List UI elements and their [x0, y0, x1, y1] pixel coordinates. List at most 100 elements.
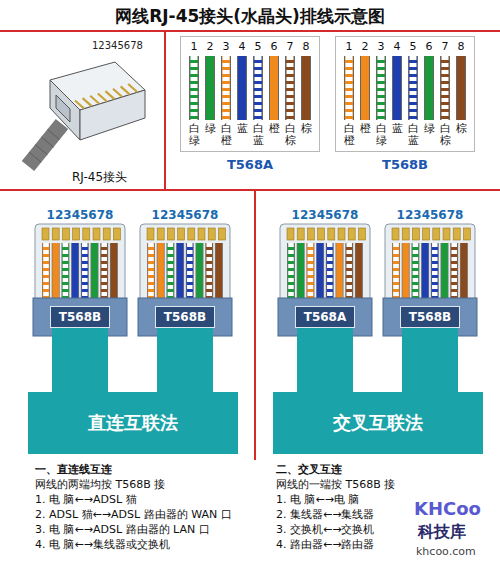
wire-stripe — [308, 243, 314, 300]
wire-color-name: 白橙 — [221, 123, 232, 147]
wire — [356, 243, 363, 300]
wire — [432, 243, 439, 300]
gold-pin — [103, 228, 110, 240]
note-line: 3. 交换机←→交换机 — [276, 523, 374, 536]
wire — [297, 243, 304, 300]
wire-edge — [326, 243, 334, 300]
wire — [346, 243, 353, 300]
standard-name: T568B — [382, 157, 428, 173]
connector-tag: T568B — [400, 306, 460, 328]
pin-number: 3 — [378, 40, 385, 53]
gold-pin — [443, 228, 450, 240]
wire-stripe — [393, 243, 399, 300]
wire-stripe — [378, 56, 385, 120]
wire-color-name: 绿 — [424, 123, 435, 135]
gold-pin — [113, 228, 120, 240]
gold-pin — [433, 228, 440, 240]
wire-color-name: 白绿 — [376, 123, 387, 147]
wire-stripe — [410, 56, 417, 120]
note-line: 4. 路由器←→路由器 — [276, 538, 374, 551]
note-line: 网线的两端均按 T568B 接 — [35, 478, 165, 491]
wire-edge — [253, 56, 263, 120]
divider-line — [0, 30, 500, 32]
wire-edge — [147, 243, 155, 300]
plug-latch — [56, 95, 70, 122]
wire — [361, 56, 369, 120]
part-name: RJ-45接头 — [72, 170, 127, 184]
gold-pin — [167, 228, 174, 240]
wire — [409, 56, 417, 120]
wire-edge — [221, 56, 231, 120]
pin-numbers: 12345678 — [92, 40, 143, 52]
plug-contact — [98, 93, 107, 101]
gold-pin — [348, 228, 355, 240]
wire-edge — [301, 56, 311, 120]
wire — [317, 243, 324, 300]
wire-color-name: 棕 — [301, 123, 312, 135]
plug-body — [35, 224, 125, 304]
cable-link — [157, 328, 213, 392]
section-heading: 一、直连线互连 — [35, 463, 112, 476]
pin-number: 7 — [442, 40, 449, 53]
gold-pin — [157, 228, 164, 240]
pin-number: 6 — [426, 40, 433, 53]
wire-edge — [421, 243, 429, 300]
wire-color-name: 棕 — [456, 123, 467, 135]
gold-pin — [147, 228, 154, 240]
divider-line — [0, 189, 500, 191]
note-line: 3. 电 脑←→ADSL 路由器的 LAN 口 — [35, 523, 210, 536]
wire-stripe — [82, 243, 88, 300]
wire-stripe — [451, 243, 457, 300]
connector-tag: T568A — [295, 306, 355, 328]
wire-edge — [110, 243, 118, 300]
wire-stripe — [432, 243, 438, 300]
wire-edge — [287, 243, 295, 300]
gold-pin — [218, 228, 225, 240]
wire-color-name: 蓝 — [392, 123, 403, 135]
wire-edge — [440, 56, 450, 120]
wire-edge — [285, 56, 295, 120]
wire-edge — [176, 243, 184, 300]
wire — [157, 243, 164, 300]
cable-rib — [41, 137, 53, 147]
wire-edge — [166, 243, 174, 300]
wire — [422, 243, 429, 300]
cable-link — [402, 328, 458, 392]
wire-stripe — [101, 243, 107, 300]
wire-edge — [196, 243, 204, 300]
gold-pin — [73, 228, 80, 240]
standard-name: T568B — [409, 310, 451, 324]
plug-contact — [75, 101, 84, 109]
connector-tag: T568B — [155, 306, 215, 328]
wire-edge — [316, 243, 324, 300]
wire-color-name: 白橙 — [344, 123, 355, 147]
wire-edge — [345, 243, 353, 300]
wire — [441, 56, 449, 120]
wire-edge — [42, 243, 50, 300]
wire-stripe — [191, 56, 198, 120]
pin-number: 1 — [346, 40, 353, 53]
wire — [270, 56, 278, 120]
wire-color-name: 白蓝 — [408, 123, 419, 147]
wire — [72, 243, 79, 300]
wire-edge — [450, 243, 458, 300]
standard-box: T568A — [180, 36, 320, 152]
pin-number: 2 — [207, 40, 214, 53]
wire — [254, 56, 262, 120]
gold-pin — [463, 228, 470, 240]
wire-stripe — [288, 243, 294, 300]
wire-edge — [269, 56, 279, 120]
gold-pin — [62, 228, 69, 240]
cable-band: 直连互联法 — [28, 392, 238, 454]
plug-contact — [128, 84, 137, 92]
wire-color-name: 绿 — [205, 123, 216, 135]
wire-stripe — [346, 56, 353, 120]
wire-edge — [392, 243, 400, 300]
method-name: 直连互联法 — [88, 412, 178, 434]
wire — [402, 243, 409, 300]
cable-link — [52, 328, 108, 392]
gold-pin — [328, 228, 335, 240]
gold-pin — [188, 228, 195, 240]
wire-edge — [215, 243, 223, 300]
wire-edge — [205, 243, 213, 300]
